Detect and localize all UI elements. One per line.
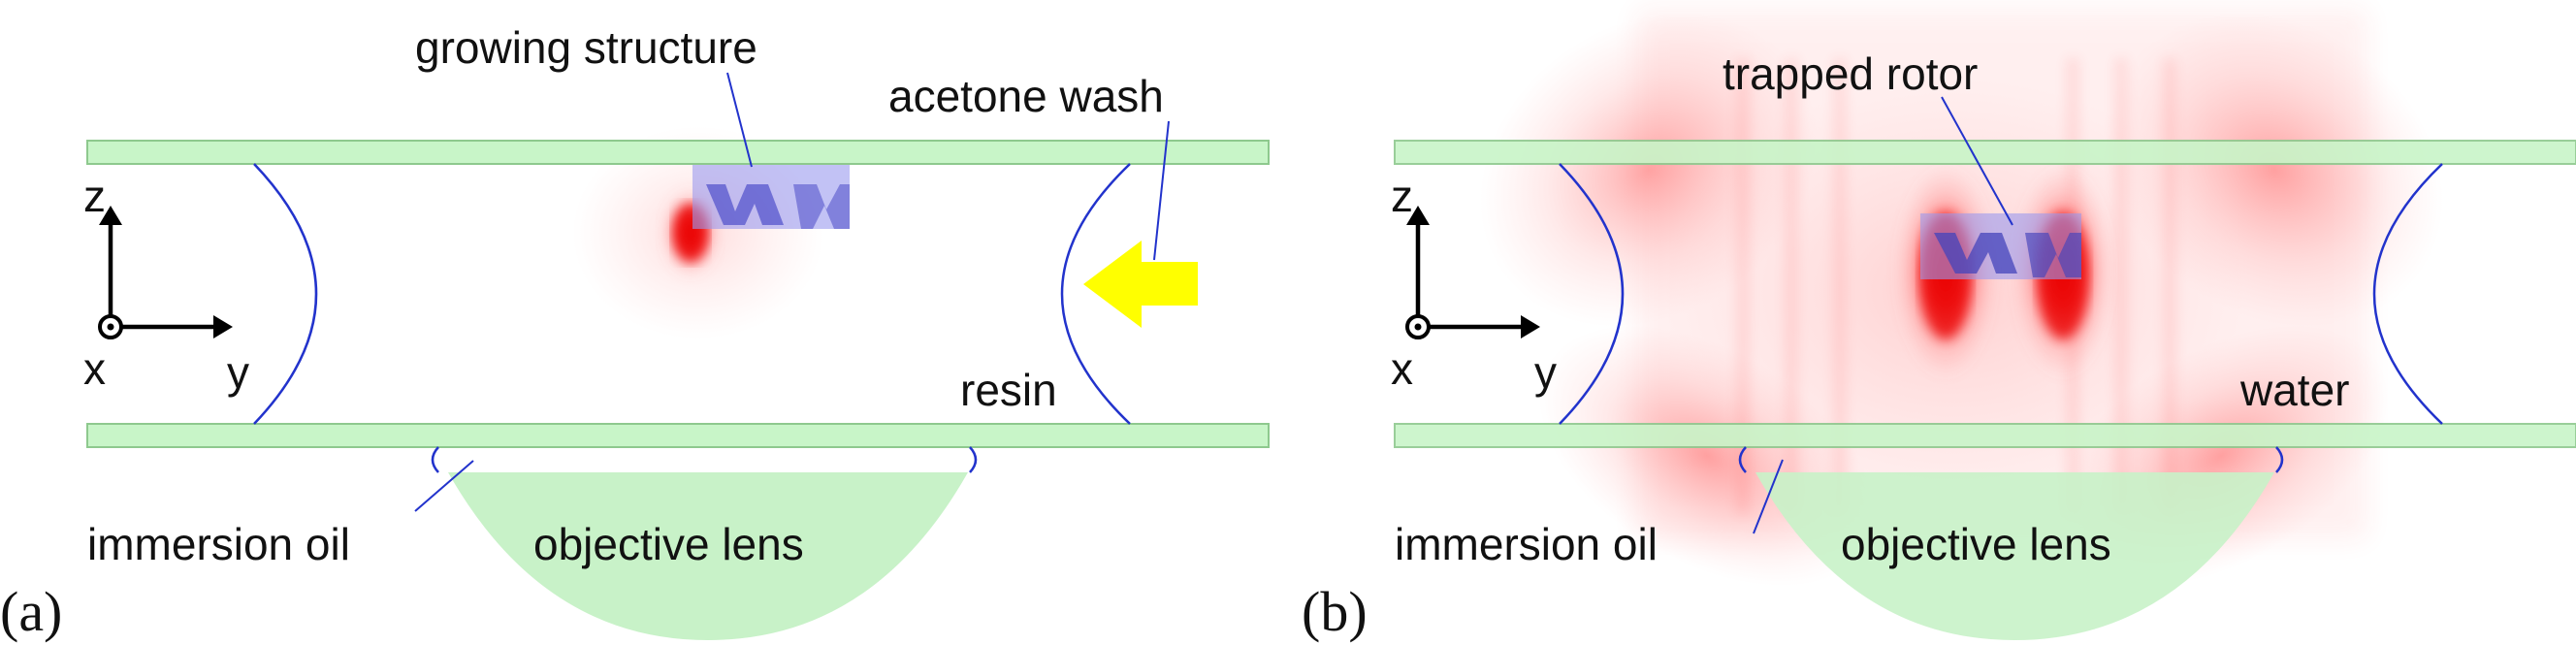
- leader-acetone-wash: [1153, 120, 1170, 261]
- growing-structure: [692, 165, 850, 229]
- immersion-oil-left-a: [431, 446, 439, 473]
- leader-growing-structure: [726, 72, 753, 168]
- top-coverslip-b: [1394, 140, 2576, 165]
- axis-x-a: x: [83, 343, 106, 394]
- right-meniscus-a: [1060, 163, 1131, 425]
- axes-icon-a: [98, 206, 233, 339]
- leader-immersion-oil-b: [1753, 459, 1784, 534]
- left-meniscus-b: [1559, 163, 1625, 425]
- left-meniscus-a: [253, 163, 318, 425]
- label-objective-lens-a: objective lens: [533, 519, 804, 569]
- bottom-coverslip-b: [1394, 423, 2576, 448]
- right-meniscus-b: [2372, 163, 2443, 425]
- panel-label-b: (b): [1302, 580, 1368, 643]
- axes-icon-b: [1405, 206, 1540, 339]
- immersion-oil-right-a: [969, 446, 978, 473]
- trapped-rotor: [1920, 213, 2081, 279]
- leader-immersion-oil-a: [414, 460, 474, 512]
- panel-b: z x y trapped rotor water immersion oil …: [1302, 10, 2576, 643]
- bottom-coverslip-a: [86, 423, 1270, 448]
- axis-x-b: x: [1391, 343, 1413, 394]
- panel-a: z x y growing structure acetone wash res…: [0, 22, 1270, 643]
- label-growing-structure: growing structure: [415, 22, 757, 73]
- panel-label-a: (a): [0, 580, 62, 643]
- label-immersion-oil-b: immersion oil: [1395, 519, 1658, 569]
- label-resin: resin: [960, 365, 1057, 415]
- objective-lens-a: [448, 472, 968, 640]
- immersion-oil-right-b: [2275, 446, 2284, 473]
- right-arrow-icon: [213, 315, 233, 339]
- label-water: water: [2239, 365, 2349, 415]
- axis-z-a: z: [83, 171, 106, 221]
- label-immersion-oil-a: immersion oil: [87, 519, 350, 569]
- up-arrow-icon: [99, 206, 122, 225]
- label-objective-lens-b: objective lens: [1841, 519, 2111, 569]
- axis-y-a: y: [227, 347, 249, 398]
- axis-z-b: z: [1391, 171, 1413, 221]
- label-acetone-wash: acetone wash: [888, 71, 1164, 121]
- immersion-oil-left-b: [1738, 446, 1747, 473]
- leader-trapped-rotor: [1941, 96, 2013, 226]
- top-coverslip-a: [86, 140, 1270, 165]
- objective-lens-b: [1755, 472, 2274, 640]
- label-trapped-rotor: trapped rotor: [1723, 48, 1978, 99]
- axis-y-b: y: [1534, 347, 1557, 398]
- left-arrow-icon: [1083, 241, 1198, 328]
